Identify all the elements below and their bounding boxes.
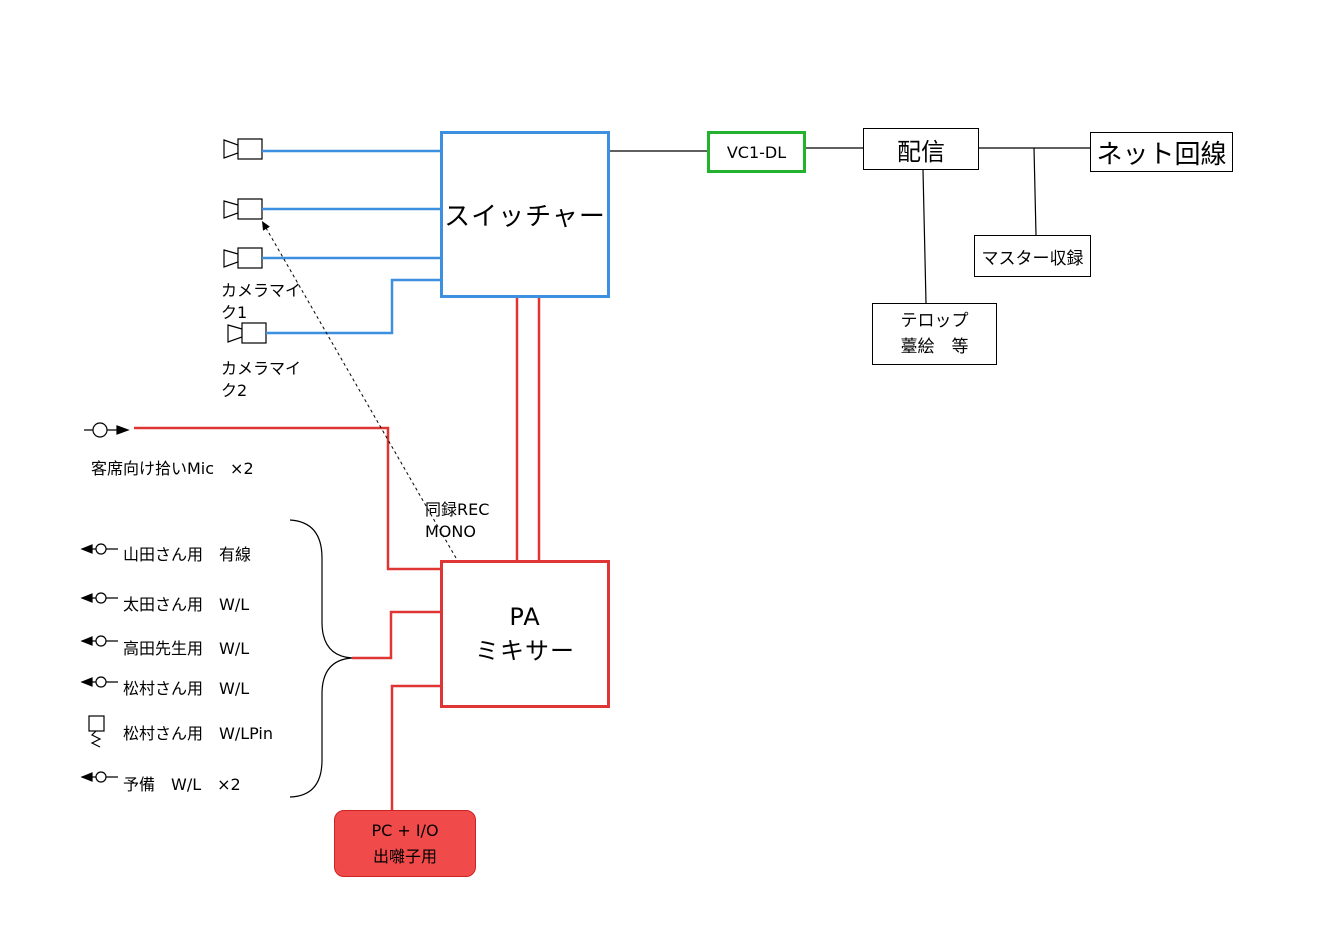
mic-list-item: 松村さん用 W/L bbox=[123, 679, 250, 698]
audience-mic-icon bbox=[84, 422, 130, 438]
streaming-box: 配信 bbox=[863, 128, 979, 170]
camera-icon bbox=[223, 247, 263, 269]
pin-mic-icon bbox=[88, 715, 105, 748]
signal-lines bbox=[610, 147, 1090, 304]
camera-icon bbox=[227, 322, 267, 344]
camera-icon bbox=[223, 138, 263, 160]
handheld-mic-icon bbox=[80, 635, 118, 647]
mic-group-brace bbox=[289, 519, 353, 798]
pa-mixer-box: PA ミキサー bbox=[440, 560, 610, 708]
camera-icon bbox=[223, 198, 263, 220]
handheld-mic-icon bbox=[80, 592, 118, 604]
rec-mono-label: 同録REC MONO bbox=[425, 500, 490, 541]
handheld-mic-icon bbox=[80, 771, 118, 783]
vc1-dl-box: VC1-DL bbox=[707, 131, 806, 173]
mic-list-item: 高田先生用 W/L bbox=[123, 639, 250, 658]
audio-lines bbox=[134, 298, 541, 810]
rec-mono-arrow bbox=[261, 220, 457, 559]
mic-list-item: 予備 W/L ×2 bbox=[123, 775, 241, 794]
handheld-mic-icon bbox=[80, 676, 118, 688]
internet-line-box: ネット回線 bbox=[1090, 132, 1233, 172]
pc-io-box: PC + I/O 出囃子用 bbox=[334, 810, 476, 877]
handheld-mic-icon bbox=[80, 543, 118, 555]
master-recording-box: マスター収録 bbox=[974, 235, 1091, 277]
telop-box: テロップ 薹絵 等 bbox=[872, 303, 997, 365]
camera-mic1-label: カメラマイ ク1 bbox=[221, 281, 302, 322]
mic-list-item: 松村さん用 W/LPin bbox=[123, 724, 274, 743]
camera-mic2-label: カメラマイ ク2 bbox=[221, 359, 302, 400]
mic-list-item: 山田さん用 有線 bbox=[123, 545, 252, 564]
switcher-box: スイッチャー bbox=[440, 131, 610, 298]
mic-list-item: 太田さん用 W/L bbox=[123, 595, 250, 614]
video-lines bbox=[262, 149, 442, 335]
audience-mic-label: 客席向け拾いMic ×2 bbox=[91, 459, 254, 478]
